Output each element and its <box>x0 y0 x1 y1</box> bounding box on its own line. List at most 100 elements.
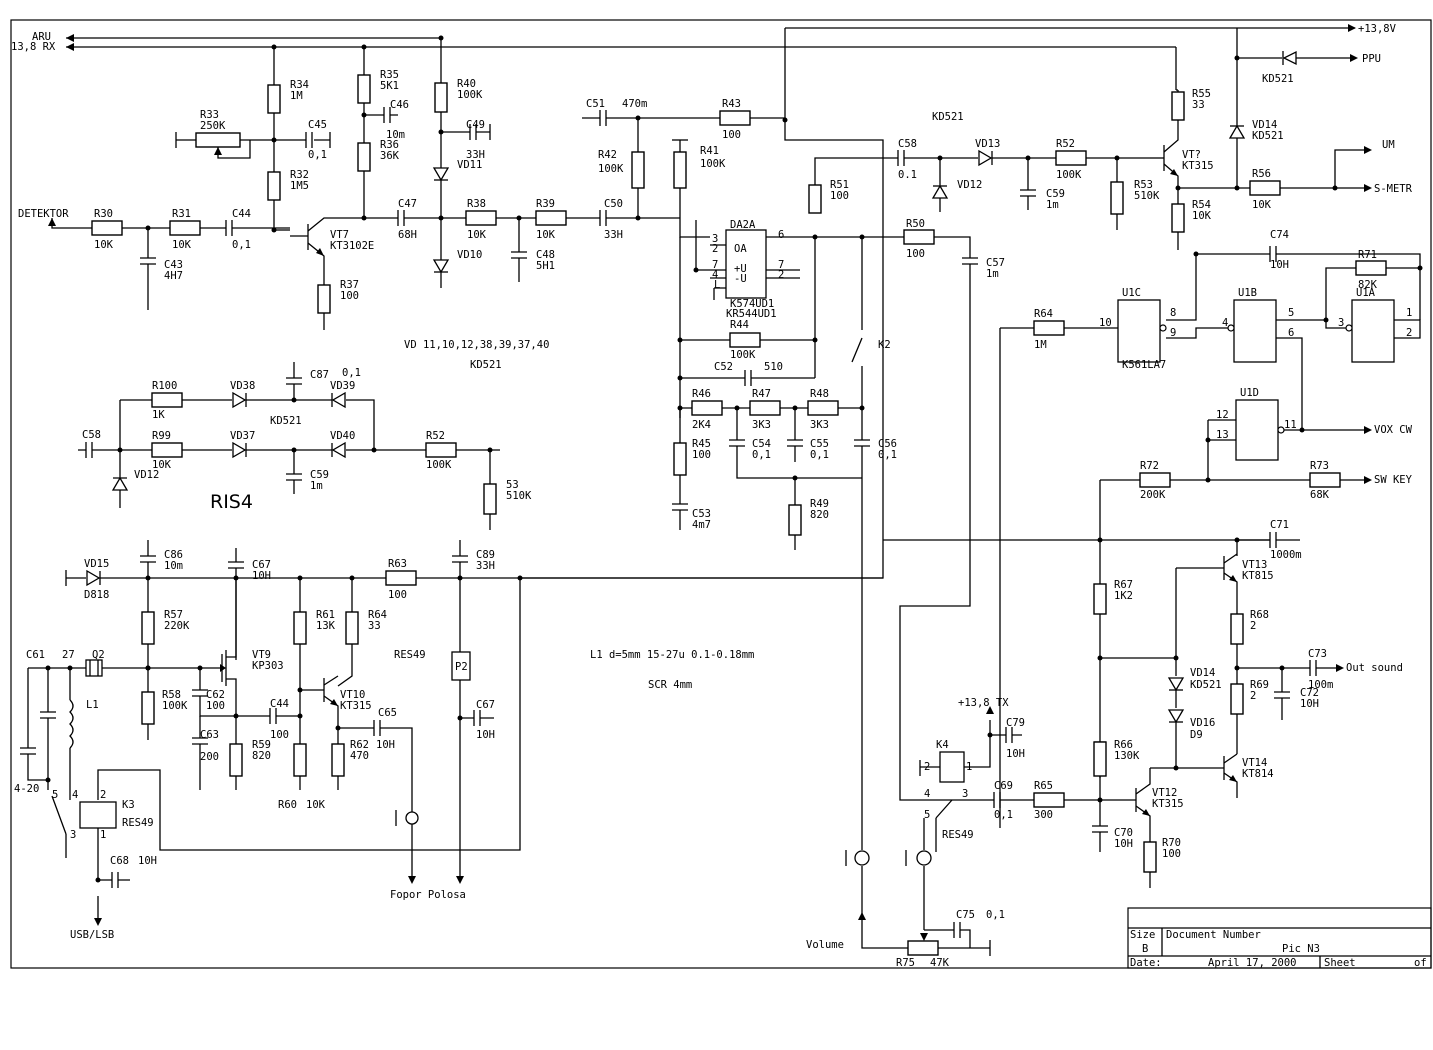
trim-cap-value: 4-20 <box>14 783 39 795</box>
tb-docnum-value: Pic N3 <box>1282 943 1320 955</box>
r61-ref: R61 <box>316 609 335 621</box>
r37-value: 100 <box>340 290 359 302</box>
r46-value: 2K4 <box>692 419 711 431</box>
r44-ref: R44 <box>730 319 749 331</box>
u1c-pin8: 8 <box>1170 307 1176 319</box>
kd521-top-note: KD521 <box>932 111 964 123</box>
r38-value: 10K <box>467 229 487 241</box>
k3-value: RES49 <box>122 817 154 829</box>
c79-ref: C79 <box>1006 717 1025 729</box>
c55-value: 0,1 <box>810 449 829 461</box>
da2a-ref: DA2A <box>730 219 756 231</box>
r63-value: 100 <box>388 589 407 601</box>
c71-value: 1000m <box>1270 549 1302 561</box>
c43-ref: C43 <box>164 259 183 271</box>
aru-label: ARU <box>32 31 51 43</box>
audio-output-stage <box>1100 532 1344 798</box>
r53a-value: 510K <box>1134 190 1160 202</box>
c59a-ref: C59 <box>1046 188 1065 200</box>
vt10-value: KT315 <box>340 700 372 712</box>
c63-ref: C63 <box>200 729 219 741</box>
vt12-ref: VT12 <box>1152 787 1177 799</box>
r54-value: 10K <box>1192 210 1212 222</box>
r57-ref: R57 <box>164 609 183 621</box>
top-rails <box>66 24 1356 170</box>
q2-ref: Q2 <box>92 649 105 661</box>
u1a-pin3: 3 <box>1338 317 1344 329</box>
vd12b-ref: VD12 <box>134 469 159 481</box>
c59a-value: 1m <box>1046 199 1059 211</box>
c44a-ref: C44 <box>232 208 251 220</box>
tb-date-value: April 17, 2000 <box>1208 957 1297 969</box>
r52a-ref: R52 <box>1056 138 1075 150</box>
r50-c57-k2 <box>815 229 978 801</box>
r47-value: 3K3 <box>752 419 771 431</box>
vd12a-ref: VD12 <box>957 179 982 191</box>
c53-ref: C53 <box>692 508 711 520</box>
c86-value: 10m <box>164 560 183 572</box>
vt12-section <box>960 741 1157 888</box>
vt9-ref: VT9 <box>252 649 271 661</box>
c44a-value: 0,1 <box>232 239 251 251</box>
rx-label: 13,8 RX <box>11 41 56 53</box>
c87-ref: C87 <box>310 369 329 381</box>
vd13-ref: VD13 <box>975 138 1000 150</box>
c47-value: 68H <box>398 229 417 241</box>
r100-ref: R100 <box>152 380 177 392</box>
da2a-pin6: 6 <box>778 229 784 241</box>
r63-ref: R63 <box>388 558 407 570</box>
c46-value: 10m <box>386 129 405 141</box>
r41-value: 100K <box>700 158 726 170</box>
c46-ref: C46 <box>390 99 409 111</box>
kd521-ppu-label: KD521 <box>1262 73 1294 85</box>
r30-ref: R30 <box>94 208 113 220</box>
vt7-transistor <box>290 210 680 330</box>
c57-ref: C57 <box>986 257 1005 269</box>
c63-value: 200 <box>200 751 219 763</box>
r49-ref: R49 <box>810 498 829 510</box>
da2a-pin7r: 7 <box>778 259 784 271</box>
c70-value: 10H <box>1114 838 1133 850</box>
c67b-ref: C67 <box>476 699 495 711</box>
da2a-pin2r: 2 <box>778 269 784 281</box>
da2a-pin7: 7 <box>712 259 718 271</box>
vd14b-ref: VD14 <box>1190 667 1215 679</box>
c52-ref: C52 <box>714 361 733 373</box>
r64b-ref: R64 <box>368 609 387 621</box>
r69-ref: R69 <box>1250 679 1269 691</box>
r55-ref: R55 <box>1192 88 1211 100</box>
c74-ref: C74 <box>1270 229 1289 241</box>
u1b-ref: U1B <box>1238 287 1257 299</box>
r46-ref: R46 <box>692 388 711 400</box>
detektor-label: DETEKTOR <box>18 208 69 220</box>
c75-value: 0,1 <box>986 909 1005 921</box>
da2a-pin3: 3 <box>712 233 718 245</box>
r72-r73 <box>1093 472 1372 750</box>
c58-vt-section <box>808 89 1372 250</box>
r64a-value: 1M <box>1034 339 1047 351</box>
r33-value: 250K <box>200 120 226 132</box>
da2a-minusu: -U <box>734 273 747 285</box>
ppu-label: PPU <box>1362 53 1381 65</box>
r52a-value: 100K <box>1056 169 1082 181</box>
res49a-note: RES49 <box>394 649 426 661</box>
tb-date-label: Date: <box>1130 957 1162 969</box>
c43-value: 4H7 <box>164 270 183 282</box>
c73-value: 100m <box>1308 679 1333 691</box>
c61-value: 27 <box>62 649 75 661</box>
r61-value: 13K <box>316 620 336 632</box>
c62-ref: C62 <box>206 689 225 701</box>
r51-value: 100 <box>830 190 849 202</box>
k4-res49: RES49 <box>942 829 974 841</box>
r70-value: 100 <box>1162 848 1181 860</box>
da2a-pinl: L <box>714 279 720 291</box>
r68-value: 2 <box>1250 620 1256 632</box>
kd521-mid-note: KD521 <box>270 415 302 427</box>
r30-value: 10K <box>94 239 114 251</box>
r37-ref: R37 <box>340 279 359 291</box>
vd38-ref: VD38 <box>230 380 255 392</box>
c75-ref: C75 <box>956 909 975 921</box>
u1a-pin2: 2 <box>1406 327 1412 339</box>
smetr-label: S-METR <box>1374 183 1413 195</box>
